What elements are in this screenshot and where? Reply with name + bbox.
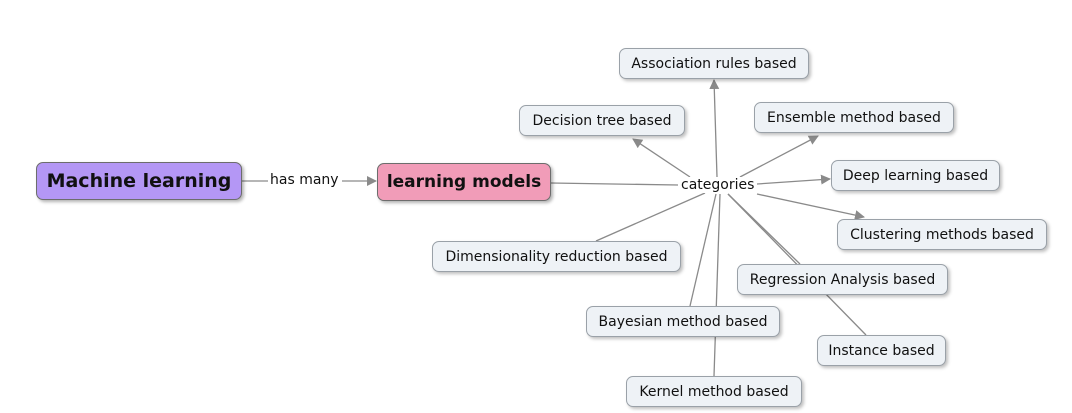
line-to-kernel — [713, 193, 721, 377]
link-label-categories: categories — [680, 177, 756, 193]
line-to-dimensionality — [595, 192, 706, 242]
node-dimensionality-reduction-based[interactable]: Dimensionality reduction based — [432, 241, 681, 272]
node-decision-tree-based[interactable]: Decision tree based — [519, 105, 685, 136]
link-label-has-many: has many — [270, 172, 339, 188]
node-machine-learning[interactable]: Machine learning — [36, 162, 242, 200]
node-instance-based[interactable]: Instance based — [817, 335, 946, 366]
node-regression-analysis-based[interactable]: Regression Analysis based — [737, 264, 948, 295]
line-to-deep-learning — [756, 174, 831, 185]
line-to-decision-tree — [632, 138, 691, 178]
node-bayesian-method-based[interactable]: Bayesian method based — [586, 306, 780, 337]
node-ensemble-method-based[interactable]: Ensemble method based — [754, 102, 954, 133]
node-deep-learning-based[interactable]: Deep learning based — [831, 160, 1000, 191]
line-to-bayesian — [689, 193, 717, 307]
node-association-rules-based[interactable]: Association rules based — [619, 48, 809, 79]
node-kernel-method-based[interactable]: Kernel method based — [626, 376, 802, 407]
line-to-clustering — [756, 193, 865, 220]
node-clustering-methods-based[interactable]: Clustering methods based — [837, 219, 1047, 250]
line-to-association — [709, 79, 720, 178]
line-to-ensemble — [739, 135, 819, 178]
node-learning-models[interactable]: learning models — [377, 163, 551, 201]
line-models-to-categories — [550, 182, 679, 186]
